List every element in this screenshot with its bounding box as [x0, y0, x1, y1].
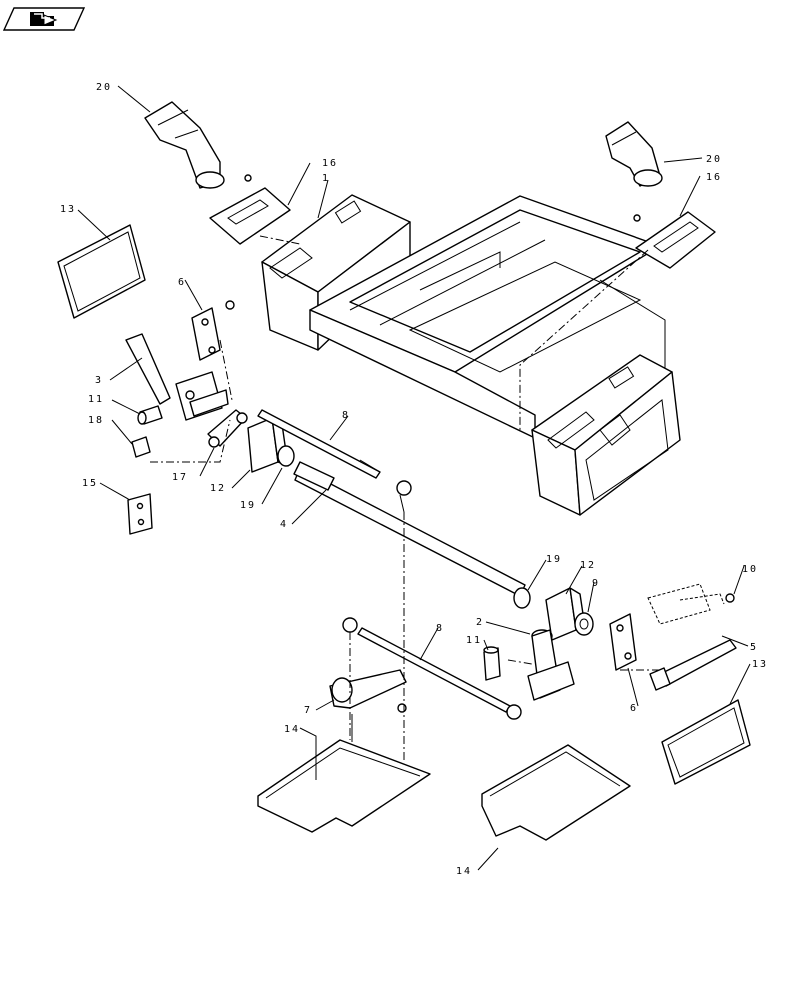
- callout-20-left: 20: [96, 82, 112, 93]
- bell-crank-7: [329, 669, 407, 742]
- callout-12-right: 12: [580, 560, 596, 571]
- callout-10: 10: [742, 564, 758, 575]
- gate-plate-left: [209, 174, 291, 245]
- pin-11-left: [137, 405, 163, 425]
- callout-18: 18: [88, 415, 104, 426]
- return-arrow-icon: [30, 12, 58, 26]
- callout-19-right: 19: [546, 554, 562, 565]
- floor-mat-left: [257, 739, 431, 833]
- actuator-10: [647, 583, 735, 625]
- callout-8-top: 8: [342, 410, 350, 421]
- callout-16-right: 16: [706, 172, 722, 183]
- callout-7: 7: [304, 705, 312, 716]
- callout-14-right: 14: [456, 866, 472, 877]
- arm-5: [649, 639, 737, 691]
- callout-1: 1: [322, 173, 330, 184]
- alignment-lines: [150, 235, 660, 760]
- callout-20-right: 20: [706, 154, 722, 165]
- callout-16-left: 16: [322, 158, 338, 169]
- gasket-plate-left: [57, 224, 146, 319]
- callout-19-left: 19: [240, 500, 256, 511]
- console-frame: [261, 194, 681, 516]
- pin-18: [131, 436, 151, 458]
- bracket-6-top: [191, 300, 235, 361]
- lever-left: [125, 333, 229, 421]
- callout-13-right: 13: [752, 659, 768, 670]
- rod-8-top: [257, 409, 412, 513]
- callout-8-bottom: 8: [436, 623, 444, 634]
- arm-17: [207, 409, 248, 448]
- plate-15: [127, 493, 153, 535]
- callout-11-right: 11: [466, 635, 482, 646]
- bushing-19-right: [513, 587, 531, 609]
- back-navigation-button[interactable]: [2, 7, 86, 31]
- rod-8-bottom: [342, 617, 522, 720]
- callout-9: 9: [592, 578, 600, 589]
- gasket-plate-right: [661, 699, 751, 785]
- callout-2: 2: [476, 617, 484, 628]
- callout-15: 15: [82, 478, 98, 489]
- pin-11-right: [483, 646, 501, 681]
- callout-labels: 20 16 1 13 20 16 6 3 11 18 17 12 8 19 15…: [60, 82, 768, 877]
- bushing-9: [574, 612, 594, 636]
- callout-12-left: 12: [210, 483, 226, 494]
- shaft-4: [293, 461, 526, 597]
- bushing-19-left: [277, 445, 295, 467]
- callout-3: 3: [95, 375, 103, 386]
- leader-lines: [77, 85, 751, 871]
- boot-grommet-left: [144, 101, 225, 189]
- callout-6-top: 6: [178, 277, 186, 288]
- callout-14-left: 14: [284, 724, 300, 735]
- callout-5: 5: [750, 642, 758, 653]
- callout-17: 17: [172, 472, 188, 483]
- gate-plate-right: [633, 211, 716, 269]
- bracket-6-bottom: [609, 613, 637, 671]
- floor-mat-right: [481, 744, 631, 841]
- boot-grommet-right: [605, 121, 663, 187]
- callout-11-left: 11: [88, 394, 104, 405]
- callout-6-bottom: 6: [630, 703, 638, 714]
- lever-base-2: [527, 629, 575, 701]
- callout-4: 4: [280, 519, 288, 530]
- callout-13-left: 13: [60, 204, 76, 215]
